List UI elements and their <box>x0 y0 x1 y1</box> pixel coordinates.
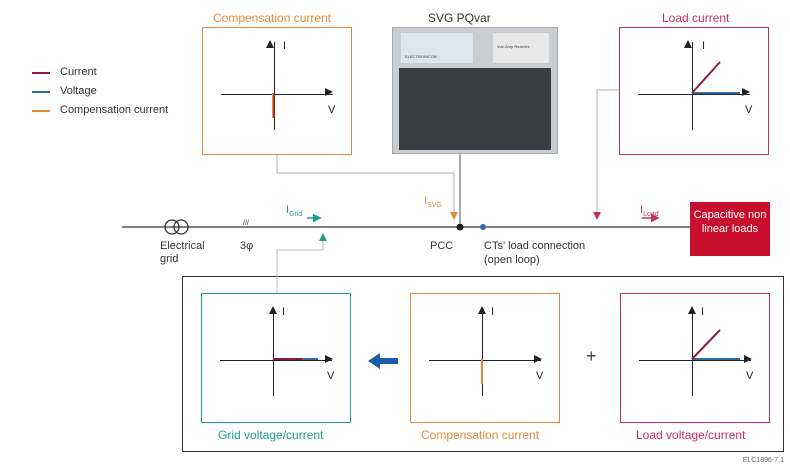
compensation-connection <box>276 155 455 214</box>
i-svg-subscript: SVG <box>427 202 442 210</box>
load-ct-arrow <box>593 212 601 220</box>
legend-current-label: Current <box>60 66 97 78</box>
i-axis <box>692 42 693 130</box>
i-load-label: ILoad <box>640 204 659 218</box>
arrow-up-icon <box>269 306 277 314</box>
v-axis-label: V <box>327 370 335 382</box>
i-svg-symbol: I <box>424 195 428 207</box>
left-arrow-icon <box>368 353 398 369</box>
v-axis <box>638 94 750 95</box>
cts-label: CTs' load connection <box>484 240 586 252</box>
i-axis-label: I <box>282 306 286 318</box>
i-axis <box>482 308 483 396</box>
v-axis-label: V <box>745 104 753 116</box>
capacitive-load-box: Capacitive non linear loads <box>690 202 770 256</box>
load-connection <box>596 89 619 214</box>
i-load-symbol: I <box>640 204 644 216</box>
legend-voltage-label: Voltage <box>60 85 97 97</box>
load-current-vector <box>691 61 721 94</box>
load-voltage-current-title: Load voltage/current <box>636 428 746 442</box>
transformer-icon <box>164 219 180 235</box>
i-svg-label: ISVG <box>424 195 442 209</box>
bottom-compensation-title: Compensation current <box>421 428 540 442</box>
device-info-text: Volt-Amp Reactive <box>497 44 530 49</box>
i-axis <box>274 42 275 130</box>
ct-node-icon <box>480 224 486 230</box>
grid-ct-arrow <box>319 233 327 241</box>
i-axis <box>273 308 274 396</box>
arrow-right-icon <box>325 88 333 96</box>
v-axis <box>221 94 333 95</box>
grid-voltage-current-title: Grid voltage/current <box>218 428 324 442</box>
load-current-vector <box>691 329 721 360</box>
three-phase-label: 3φ <box>240 240 254 252</box>
figure-reference: ELC1896-7.1 <box>742 457 784 464</box>
arrow-right-icon <box>325 355 333 363</box>
arrow-up-icon <box>688 306 696 314</box>
device-fan-grid <box>399 68 551 150</box>
device-logo-text: ELECTRONICON <box>405 54 437 59</box>
grid-ct-connection <box>276 241 324 293</box>
i-grid-label: IGrid <box>286 204 302 218</box>
three-phase-mark: /// <box>243 220 249 227</box>
i-grid-subscript: Grid <box>289 211 303 219</box>
pcc-label: PCC <box>430 240 454 252</box>
arrow-right-icon <box>744 355 752 363</box>
legend-compensation-label: Compensation current <box>60 104 169 116</box>
i-axis-label: I <box>701 306 705 318</box>
i-axis-label: I <box>283 40 287 52</box>
device-logo-panel <box>401 33 473 63</box>
arrow-right-icon <box>742 88 750 96</box>
i-axis-label: I <box>702 40 706 52</box>
i-axis <box>692 308 693 396</box>
legend-compensation-swatch <box>32 110 50 112</box>
svg-device-title: SVG PQvar <box>428 11 491 25</box>
top-load-title: Load current <box>662 11 730 25</box>
v-axis-label: V <box>746 370 754 382</box>
svg-current-arrow <box>450 212 458 220</box>
v-axis-label: V <box>328 104 336 116</box>
legend-current-swatch <box>32 72 50 74</box>
i-grid-symbol: I <box>286 204 290 216</box>
v-axis-label: V <box>536 370 544 382</box>
pcc-node-icon <box>456 223 464 231</box>
svg-pqvar-device-image: ELECTRONICON Volt-Amp Reactive <box>392 27 558 154</box>
v-axis <box>429 360 541 361</box>
device-info-panel <box>493 33 549 63</box>
i-load-subscript: Load <box>643 211 659 219</box>
i-axis-label: I <box>491 306 495 318</box>
arrow-right-icon <box>534 355 542 363</box>
open-loop-label: (open loop) <box>484 254 540 266</box>
top-compensation-title: Compensation current <box>213 11 332 25</box>
plus-sign: + <box>586 346 597 366</box>
v-axis <box>220 360 332 361</box>
arrow-up-icon <box>266 40 274 48</box>
arrow-up-icon <box>684 40 692 48</box>
v-axis <box>639 360 751 361</box>
arrow-up-icon <box>478 306 486 314</box>
bottom-frame <box>182 276 784 452</box>
electrical-grid-label: Electrical grid <box>160 240 205 265</box>
legend-voltage-swatch <box>32 91 50 93</box>
